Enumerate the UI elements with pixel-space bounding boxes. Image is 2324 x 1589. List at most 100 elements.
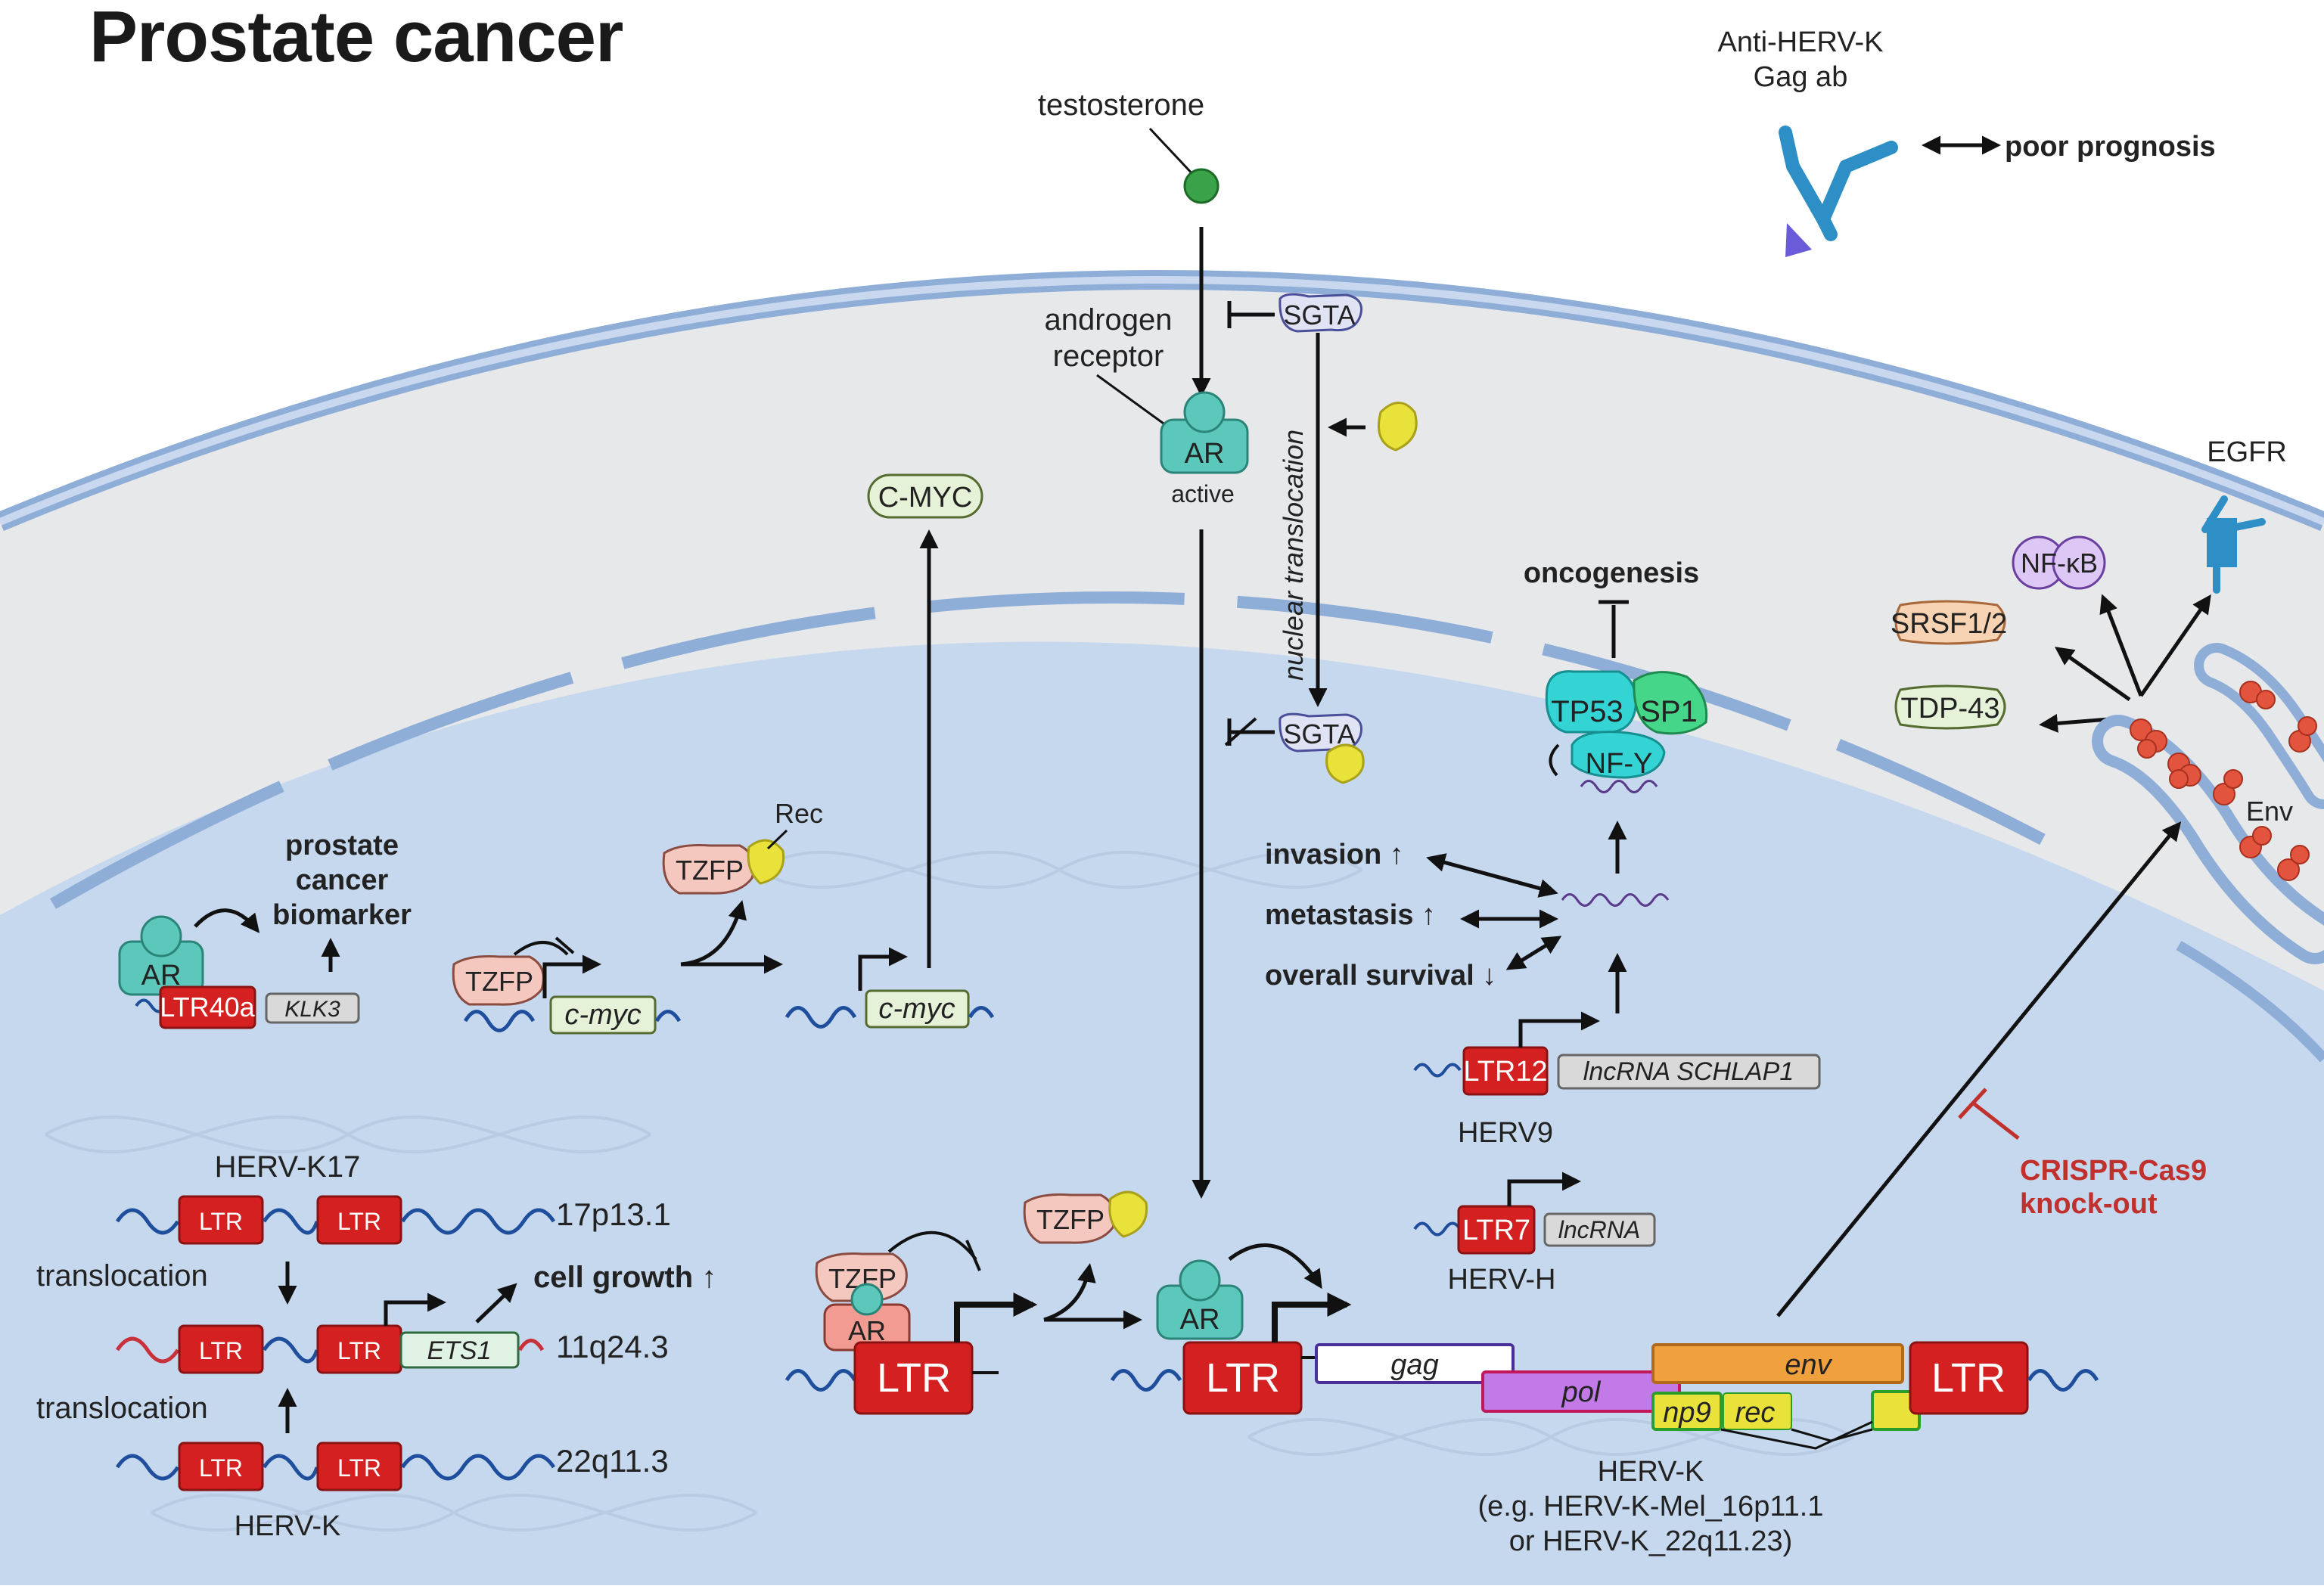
hervk-left-label: HERV-K: [235, 1510, 341, 1542]
ltr-herv-k-5-text: LTR: [1206, 1355, 1280, 1401]
chromosome-11q: LTR LTR ETS1: [115, 1324, 545, 1374]
tdp43-text: TDP-43: [1901, 693, 2000, 725]
dna-bending-icon: [1549, 743, 1560, 777]
tzfp-rec-central-text: TZFP: [1036, 1204, 1105, 1235]
ltr7-promoter-arrow: [1507, 1172, 1581, 1206]
hervk-caption-line1: HERV-K: [1598, 1456, 1704, 1488]
schlap1-gene: lncRNA SCHLAP1: [1557, 1054, 1821, 1090]
chromosome-17p: LTR LTR: [115, 1195, 556, 1245]
sgta-nucleus: SGTA: [1279, 712, 1365, 784]
ar-activation-arrow: [194, 908, 260, 933]
ltr-herv-k-5prime: LTR: [1182, 1341, 1303, 1415]
ar-active-text: AR: [1185, 438, 1225, 470]
ar-herv-k-receptor: AR: [1156, 1259, 1244, 1340]
hervk-caption-line3: or HERV-K_22q11.23): [1509, 1525, 1793, 1557]
oncogenesis-label: oncogenesis: [1524, 557, 1699, 589]
overall-survival-label: overall survival ↓: [1265, 960, 1496, 992]
c-myc-protein: C-MYC: [867, 473, 983, 519]
translocation-label-1: translocation: [36, 1259, 208, 1293]
gag-text: gag: [1390, 1349, 1438, 1381]
nfkb-protein: NF-κB: [2012, 535, 2106, 590]
egfr-receptor-icon: [2201, 495, 2266, 594]
crispr-label-line2: knock-out: [2020, 1188, 2158, 1220]
rna-strand-upper: [1580, 780, 1658, 793]
metastasis-label: metastasis ↑: [1265, 899, 1436, 931]
invasion-arrow: [1426, 853, 1558, 898]
ltr-herv-k-3-text: LTR: [1931, 1355, 2006, 1401]
sgta-text-1: SGTA: [1283, 299, 1355, 331]
dna-central-left: [785, 1369, 857, 1392]
locus-17p-label: 17p13.1: [556, 1196, 671, 1232]
ltr-17p-b: LTR: [337, 1208, 381, 1235]
rec-label: Rec: [775, 798, 823, 829]
pol-text: pol: [1561, 1376, 1602, 1408]
biomarker-label-line2: cancer: [296, 864, 389, 896]
tzfp-left-protein: TZFP: [452, 955, 545, 1006]
dna-c-myc-1: [463, 1010, 536, 1032]
np9-splice-line: [1720, 1420, 1873, 1450]
survival-arrow: [1505, 936, 1562, 970]
ar-central-text: AR: [848, 1315, 886, 1346]
androgen-label-line2: receptor: [1053, 340, 1164, 373]
ets1-text: ETS1: [427, 1336, 491, 1365]
ltr-22q-b: LTR: [337, 1454, 381, 1482]
androgen-pointer: [1096, 374, 1170, 429]
schlap1-text: lncRNA SCHLAP1: [1583, 1057, 1794, 1086]
sgta-cytoplasm: SGTA: [1279, 293, 1362, 333]
herv-k-promoter-arrow: [1272, 1293, 1352, 1342]
c-myc-promoter-arrow-2: [858, 947, 908, 991]
dna-herv-k-left: [1110, 1369, 1182, 1392]
antigen-icon: [1785, 223, 1812, 257]
pol-gene: pol: [1481, 1370, 1681, 1413]
page-title: Prostate cancer: [89, 0, 623, 77]
locus-11q-label: 11q24.3: [556, 1329, 669, 1364]
anti-herv-label-line2: Gag ab: [1754, 61, 1848, 93]
ar-herv-k-activation-arrow: [1228, 1243, 1322, 1290]
np9-gene: np9: [1651, 1392, 1723, 1431]
ar-active-receptor: AR: [1160, 391, 1249, 474]
chromosome-22q: LTR LTR: [115, 1442, 556, 1491]
central-left-promoter-arrow: [954, 1293, 1038, 1342]
ltr-11q-a: LTR: [199, 1337, 243, 1364]
tzfp-central-inhibit-arc: [887, 1231, 977, 1261]
np9-text: np9: [1663, 1397, 1710, 1429]
tzfp-inhibit-bar: [555, 936, 575, 954]
c-myc-gene-1: c-myc: [549, 995, 657, 1035]
c-myc-gene-1-text: c-myc: [564, 999, 641, 1031]
poor-prognosis-label: poor prognosis: [2005, 131, 2216, 163]
ets1-promoter-arrow: [384, 1293, 446, 1326]
ltr-22q-a: LTR: [199, 1454, 243, 1482]
ltr7-text: LTR7: [1462, 1215, 1530, 1246]
rec-gene-text: rec: [1735, 1397, 1776, 1429]
ltr-central-left-text: LTR: [877, 1355, 951, 1401]
sp1-text: SP1: [1640, 695, 1698, 728]
tzfp-rec-central: TZFP: [1023, 1190, 1148, 1244]
tzfp-left-text: TZFP: [465, 966, 533, 997]
biomarker-label-line1: prostate: [285, 830, 399, 861]
c-myc-protein-text: C-MYC: [878, 482, 973, 514]
env-to-egfr-arrow: [2139, 594, 2211, 697]
klk3-text: KLK3: [284, 997, 340, 1022]
testosterone-pointer: [1148, 127, 1197, 178]
herv9-label: HERV9: [1458, 1117, 1553, 1149]
ets1-to-growth-arrow: [475, 1283, 517, 1324]
ltr12-element: LTR12: [1462, 1046, 1549, 1096]
srsf-protein: SRSF1/2: [1891, 600, 2007, 645]
background-dna: [45, 850, 1854, 1532]
dna-c-myc-2: [785, 1006, 857, 1029]
ltr-herv-k-3prime: LTR: [1909, 1341, 2029, 1415]
herv-k-to-env-arrow: [1776, 821, 2182, 1317]
env-to-nfkb-arrow: [2099, 594, 2143, 697]
sp1-protein: SP1: [1633, 671, 1708, 735]
dna-herv-k-right: [2027, 1369, 2099, 1392]
ar-herv-k-text: AR: [1180, 1304, 1220, 1336]
nuclear-translocation-label: nuclear translocation: [1278, 430, 1309, 681]
tdp43-protein: TDP-43: [1894, 684, 2006, 730]
tzfp-central-inhibit-bar: [965, 1240, 981, 1271]
nfy-protein: NF-Y: [1571, 731, 1666, 780]
tp53-protein: TP53: [1545, 670, 1637, 734]
c-myc-gene-2: c-myc: [865, 989, 970, 1029]
tzfp-inhibit-arc: [513, 941, 569, 956]
ltr40a-text: LTR40a: [160, 992, 255, 1023]
